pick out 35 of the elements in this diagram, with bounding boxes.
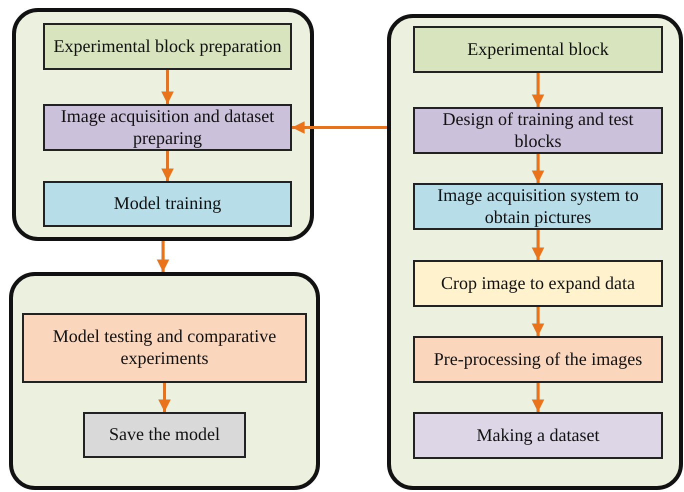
process-box [413, 183, 663, 230]
arrow [161, 151, 174, 181]
process-box [413, 107, 663, 154]
box-label: Save the model [108, 424, 221, 446]
box-label: Model training [112, 193, 222, 215]
box-label: Design of training and test blocks [442, 108, 634, 152]
arrow [532, 154, 544, 183]
group-panel [9, 272, 320, 490]
box-label: Image acquisition and dataset preparing [60, 106, 276, 150]
process-box [413, 26, 663, 73]
arrow [532, 307, 544, 336]
process-box [413, 412, 663, 459]
box-label: Pre-processing of the images [432, 348, 644, 370]
arrow [532, 383, 544, 412]
process-box [43, 23, 292, 70]
arrow [292, 121, 387, 134]
process-box [43, 104, 292, 151]
box-label: Experimental block [466, 38, 610, 60]
process-box [22, 313, 307, 383]
process-box [43, 181, 292, 227]
arrow [156, 241, 170, 272]
process-box [413, 260, 663, 307]
group-panel [12, 8, 314, 241]
arrow [532, 230, 544, 260]
box-label: Image acquisition system to obtain pictures [436, 184, 640, 228]
box-label: Making a dataset [476, 424, 600, 446]
process-box [413, 336, 663, 383]
arrow [532, 73, 544, 107]
box-label: Crop image to expand data [440, 272, 636, 294]
box-label: Experimental block preparation [52, 36, 282, 58]
arrow [161, 70, 174, 104]
box-label: Model testing and comparative experiments [52, 326, 278, 370]
process-box [83, 412, 246, 458]
group-panel [387, 14, 683, 490]
arrow [158, 383, 171, 412]
